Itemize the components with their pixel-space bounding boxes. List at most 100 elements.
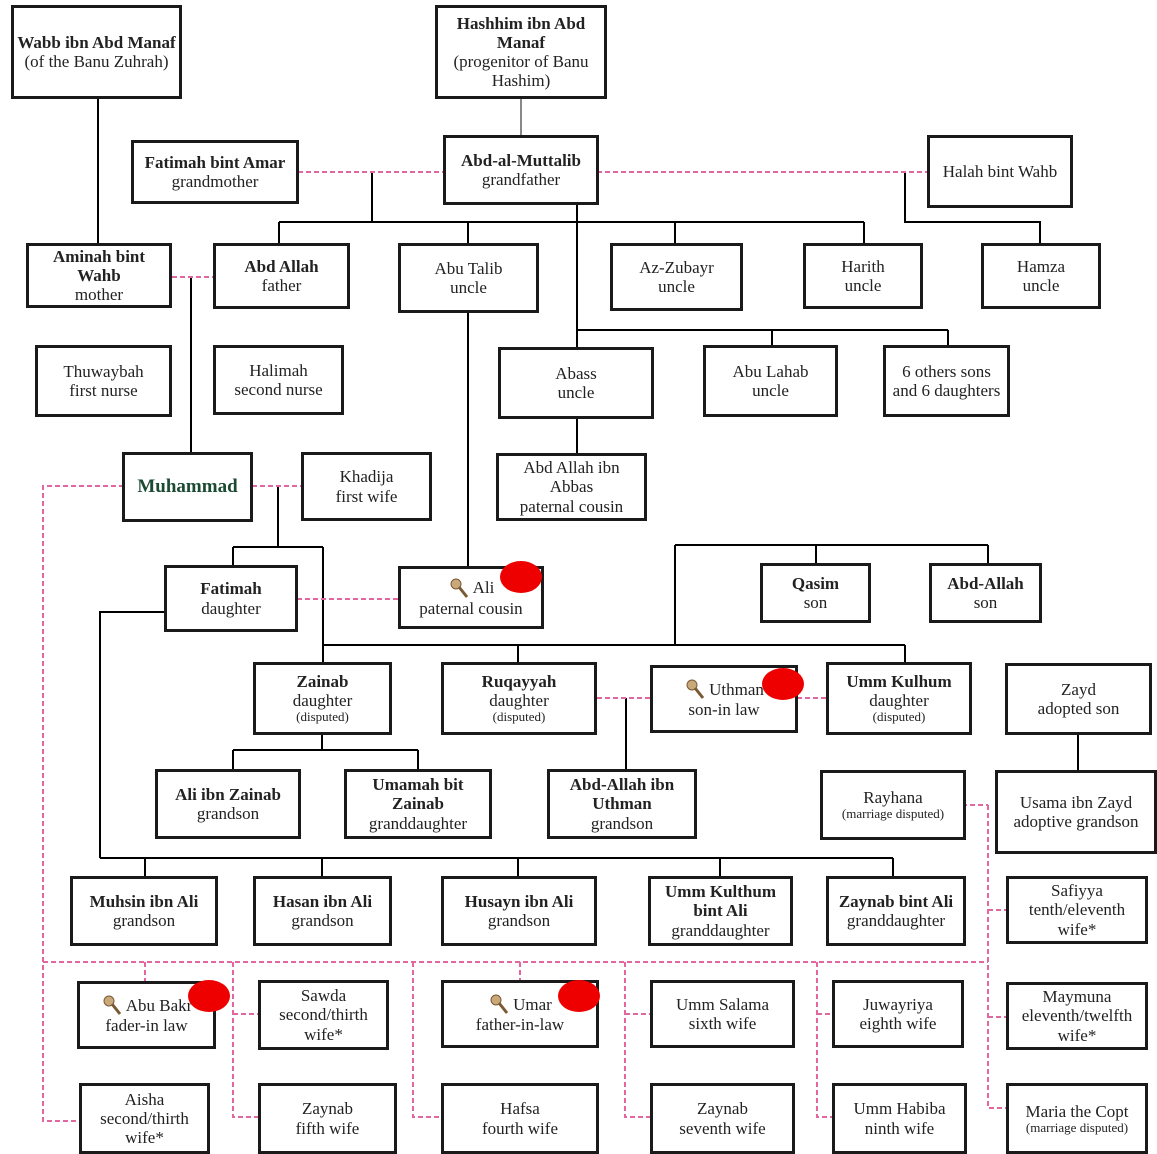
node-role: granddaughter xyxy=(671,920,770,940)
node-juwayriya[interactable]: Juwayriya eighth wife xyxy=(832,980,964,1048)
node-role: adoptive grandson xyxy=(1013,812,1139,831)
node-umm-habiba[interactable]: Umm Habiba ninth wife xyxy=(832,1083,967,1154)
node-name: Halimah xyxy=(249,360,308,380)
node-hasan[interactable]: Hasan ibn Ali grandson xyxy=(253,876,392,946)
node-hafsa[interactable]: Hafsa fourth wife xyxy=(441,1083,599,1154)
node-muhammad[interactable]: Muhammad xyxy=(122,452,253,522)
node-zaynab-bint-ali[interactable]: Zaynab bint Ali granddaughter xyxy=(826,876,966,946)
node-name: Abd Allah xyxy=(244,256,319,276)
node-umamah[interactable]: Umamah bit Zainab granddaughter xyxy=(344,769,492,839)
node-qasim[interactable]: Qasim son xyxy=(760,563,871,623)
node-name: Abd-Allah xyxy=(947,573,1024,593)
node-harith[interactable]: Harith uncle xyxy=(803,243,923,309)
node-fatimah-daughter[interactable]: Fatimah daughter xyxy=(164,565,298,632)
node-name: Aisha xyxy=(124,1089,165,1109)
node-name: Umamah bit Zainab xyxy=(372,775,464,814)
node-muhsin[interactable]: Muhsin ibn Ali grandson xyxy=(70,876,218,946)
node-role: son xyxy=(803,593,828,612)
red-dot-marker xyxy=(500,561,542,593)
node-halimah[interactable]: Halimah second nurse xyxy=(213,345,344,415)
key-icon xyxy=(490,994,509,1015)
node-name: Muhsin ibn Ali xyxy=(89,891,199,911)
node-ruqayyah[interactable]: Ruqayyah daughter (disputed) xyxy=(441,662,597,735)
node-role: uncle xyxy=(450,278,487,297)
node-hamza[interactable]: Hamza uncle xyxy=(981,243,1101,309)
node-umm-salama[interactable]: Umm Salama sixth wife xyxy=(650,980,795,1048)
node-name: Muhammad xyxy=(137,476,238,498)
node-az-zubayr[interactable]: Az-Zubayr uncle xyxy=(610,243,743,311)
node-other-children[interactable]: 6 others sons and 6 daughters xyxy=(883,345,1010,417)
node-abu-bakr[interactable]: Abu Bakr fader-in law xyxy=(77,981,216,1049)
node-name-row: Abu Bakr xyxy=(101,994,192,1016)
node-usama[interactable]: Usama ibn Zayd adoptive grandson xyxy=(995,770,1157,854)
node-name: Ali ibn Zainab xyxy=(175,784,281,804)
node-umm-kulhum[interactable]: Umm Kulhum daughter (disputed) xyxy=(826,662,972,735)
node-role: grandson xyxy=(291,911,354,930)
node-name: Qasim xyxy=(791,573,840,593)
node-zaynab-seventh-wife[interactable]: Zaynab seventh wife xyxy=(650,1083,795,1154)
key-icon xyxy=(450,578,468,598)
node-role: (of the Banu Zuhrah) xyxy=(24,52,169,71)
node-role: granddaughter xyxy=(846,911,946,930)
node-name: Umar xyxy=(513,994,552,1014)
node-name: Husayn ibn Ali xyxy=(464,891,574,911)
node-thuwaybah[interactable]: Thuwaybah first nurse xyxy=(35,345,172,417)
node-aisha[interactable]: Aisha second/thirth wife* xyxy=(79,1083,210,1154)
node-fatimah-bint-amar[interactable]: Fatimah bint Amar grandmother xyxy=(131,140,299,204)
key-icon xyxy=(686,679,705,700)
node-ali-ibn-zainab[interactable]: Ali ibn Zainab grandson xyxy=(155,769,301,839)
node-safiyya[interactable]: Safiyya tenth/eleventh wife* xyxy=(1006,876,1148,944)
node-name: Abd-al-Muttalib xyxy=(461,150,581,170)
node-name: Khadija xyxy=(339,467,394,487)
node-name: Ruqayyah xyxy=(481,672,557,692)
node-umar[interactable]: Umar father-in-law xyxy=(441,980,599,1048)
node-abu-talib[interactable]: Abu Talib uncle xyxy=(398,243,539,313)
node-hashhim[interactable]: Hashhim ibn Abd Manaf (progenitor of Ban… xyxy=(435,5,607,99)
node-husayn[interactable]: Husayn ibn Ali grandson xyxy=(441,876,597,946)
node-abd-al-muttalib[interactable]: Abd-al-Muttalib grandfather xyxy=(443,135,599,205)
node-role: daughter xyxy=(292,691,353,711)
node-role: grandson xyxy=(112,911,176,930)
node-halah-bint-wahb[interactable]: Halah bint Wahb xyxy=(927,135,1073,208)
node-name: Umm Kulthum bint Ali xyxy=(665,882,776,921)
node-rayhana[interactable]: Rayhana (marriage disputed) xyxy=(820,770,966,840)
node-role: fourth wife xyxy=(481,1118,558,1138)
node-role: second/thirth wife* xyxy=(100,1108,189,1148)
node-abass[interactable]: Abass uncle xyxy=(498,347,654,419)
node-name: Safiyya xyxy=(1051,881,1103,901)
node-name: Uthman xyxy=(709,679,764,699)
red-dot-marker xyxy=(558,980,600,1012)
node-role: uncle xyxy=(557,383,595,402)
node-khadija[interactable]: Khadija first wife xyxy=(301,452,432,521)
node-role: (progenitor of Banu Hashim) xyxy=(453,52,589,91)
node-maria-the-copt[interactable]: Maria the Copt (marriage disputed) xyxy=(1006,1083,1148,1154)
node-role: second/thirth wife* xyxy=(279,1005,368,1044)
node-zainab[interactable]: Zainab daughter (disputed) xyxy=(253,662,392,735)
node-abd-allah-ibn-uthman[interactable]: Abd-Allah ibn Uthman grandson xyxy=(547,769,697,839)
node-sawda[interactable]: Sawda second/thirth wife* xyxy=(258,980,389,1050)
node-role: mother xyxy=(74,285,124,305)
node-abu-lahab[interactable]: Abu Lahab uncle xyxy=(703,345,838,417)
node-aminah[interactable]: Aminah bint Wahb mother xyxy=(26,243,172,308)
node-role: daughter xyxy=(201,598,261,618)
node-role: fader-in law xyxy=(105,1016,188,1036)
node-abd-allah-son[interactable]: Abd-Allah son xyxy=(929,563,1042,623)
node-umm-kulthum-bint-ali[interactable]: Umm Kulthum bint Ali granddaughter xyxy=(648,876,793,946)
node-role: grandfather xyxy=(481,170,561,189)
node-abd-allah-father[interactable]: Abd Allah father xyxy=(213,243,350,309)
node-role: Halah bint Wahb xyxy=(942,161,1058,181)
node-name: Zaynab xyxy=(697,1099,748,1119)
node-name: Wabb ibn Abd Manaf xyxy=(17,32,176,52)
node-role: first nurse xyxy=(69,381,138,400)
node-role: uncle xyxy=(1022,276,1060,295)
node-name: Juwayriya xyxy=(863,994,933,1014)
node-zaynab-fifth-wife[interactable]: Zaynab fifth wife xyxy=(258,1083,397,1154)
node-abd-allah-ibn-abbas[interactable]: Abd Allah ibn Abbas paternal cousin xyxy=(496,453,647,521)
node-role: daughter xyxy=(869,691,929,711)
node-maymuna[interactable]: Maymuna eleventh/twelfth wife* xyxy=(1006,982,1148,1050)
node-name: Umm Kulhum xyxy=(846,672,952,692)
node-zayd[interactable]: Zayd adopted son xyxy=(1005,663,1152,735)
node-wabb[interactable]: Wabb ibn Abd Manaf (of the Banu Zuhrah) xyxy=(11,5,182,99)
node-role: tenth/eleventh wife* xyxy=(1028,900,1126,939)
